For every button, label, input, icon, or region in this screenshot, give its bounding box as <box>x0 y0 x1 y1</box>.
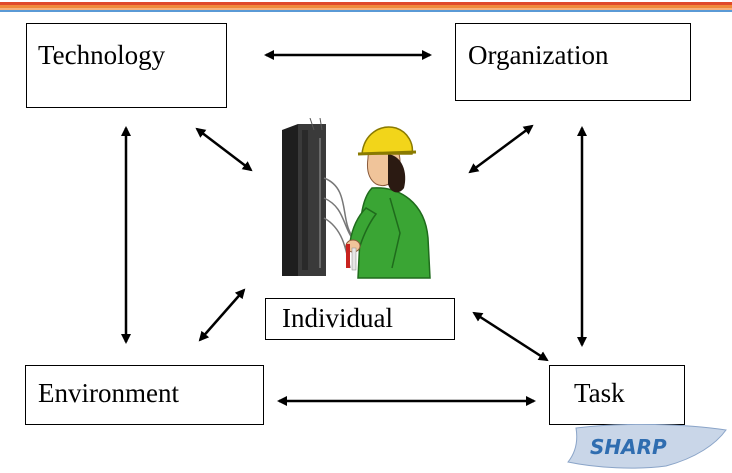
technology-box: Technology <box>26 23 227 108</box>
arrow-organization-individual <box>468 124 534 174</box>
organization-box: Organization <box>455 23 691 101</box>
logo-text: SHARP <box>590 435 667 459</box>
arrow-individual-task <box>472 311 549 362</box>
individual-box: Individual <box>265 298 455 340</box>
sharp-logo: SHARP <box>567 424 727 469</box>
top-decorative-bar <box>0 0 732 14</box>
environment-box: Environment <box>25 365 264 425</box>
arrow-environment-individual <box>198 288 246 342</box>
arrow-technology-individual <box>195 127 253 172</box>
worker-clipart-icon <box>282 118 431 279</box>
task-box: Task <box>549 365 685 425</box>
